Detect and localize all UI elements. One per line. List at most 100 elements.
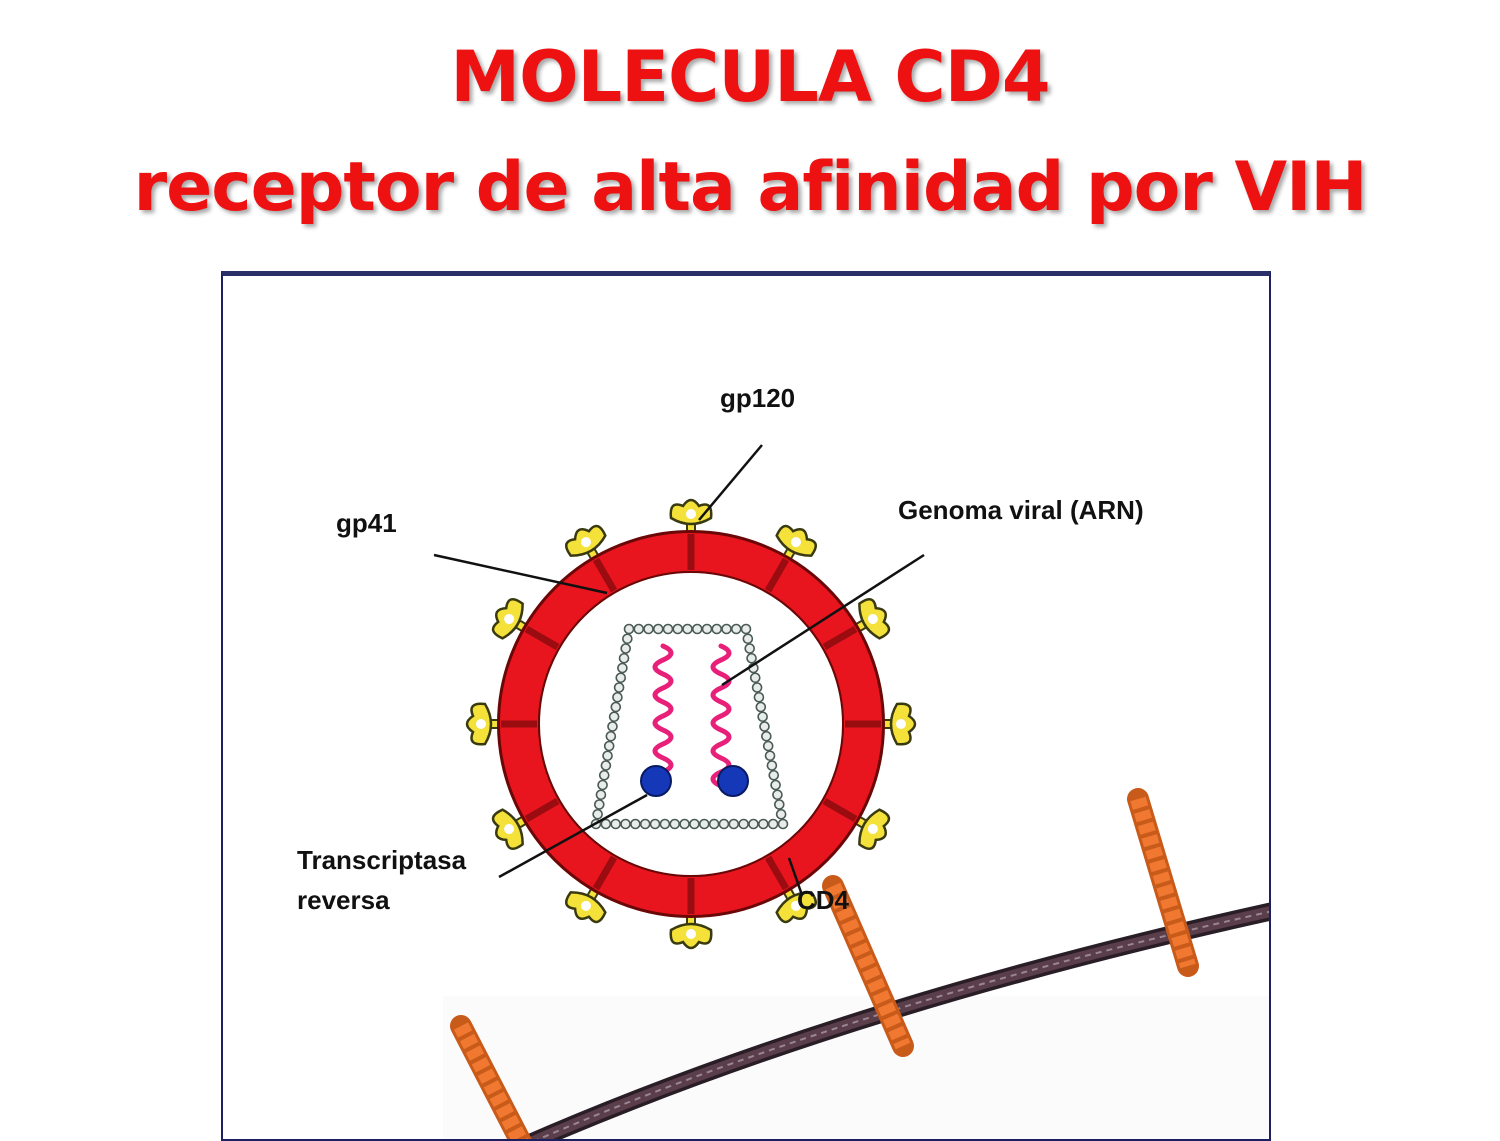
rna-strand: [652, 643, 674, 789]
label-pointers: [433, 444, 925, 896]
capsid: [590, 623, 789, 830]
capsid-bead: [615, 672, 627, 684]
label-genoma-viral: Genoma viral (ARN): [898, 495, 1144, 525]
capsid-bead: [728, 818, 740, 830]
capsid-bead: [730, 623, 742, 635]
label-cd4: CD4: [797, 885, 850, 915]
capsid-bead: [773, 799, 785, 810]
capsid-bead: [600, 760, 612, 771]
capsid-bead: [598, 769, 610, 781]
title-line-1: MOLECULA CD4: [450, 36, 1050, 118]
capsid-bead: [718, 818, 730, 830]
reverse-transcriptase: [640, 765, 672, 797]
capsid-bead: [593, 799, 605, 810]
capsid-bead: [605, 730, 617, 742]
reverse-transcriptase: [717, 765, 749, 797]
label-reversa: reversa: [297, 885, 390, 915]
capsid-bead: [740, 623, 752, 635]
hiv-virion: [465, 498, 917, 950]
capsid-bead: [610, 818, 621, 830]
gp41-anchor: [822, 797, 858, 823]
capsid-bead: [608, 711, 620, 723]
capsid-bead: [775, 808, 787, 820]
rna-strand: [710, 643, 732, 789]
capsid-bead: [612, 691, 623, 703]
capsid-bead: [766, 760, 778, 771]
pointer-transcriptasa: [498, 793, 648, 879]
capsid-bead: [721, 623, 732, 635]
capsid-bead: [689, 818, 700, 830]
label-gp41: gp41: [336, 508, 397, 538]
cd4-receptor-segments: [1130, 796, 1196, 969]
capsid-bead: [620, 643, 632, 654]
label-gp120: gp120: [720, 383, 796, 413]
capsid-bead: [757, 711, 768, 723]
capsid-bead: [639, 818, 651, 830]
gp41-anchor: [764, 855, 790, 891]
capsid-bead: [698, 818, 710, 830]
capsid-bead: [622, 633, 633, 645]
capsid-bead: [708, 818, 720, 830]
pointer-genoma: [721, 553, 925, 687]
capsid-bead: [768, 769, 780, 781]
capsid-bead: [620, 818, 631, 830]
gp41-anchor: [524, 797, 560, 823]
capsid-bead: [682, 623, 693, 635]
capsid-bead: [758, 818, 769, 830]
capsid-bead: [761, 730, 772, 742]
cell-membrane-texture: [536, 910, 1269, 1139]
capsid-bead: [603, 740, 615, 752]
capsid-bead: [772, 789, 783, 801]
capsid-bead: [617, 662, 628, 674]
capsid-bead: [597, 779, 608, 791]
capsid-bead: [749, 672, 761, 684]
capsid-bead: [610, 701, 622, 713]
title-line-2: receptor de alta afinidad por VIH: [133, 148, 1368, 227]
hiv-diagram: [433, 444, 1269, 1139]
capsid-bead: [691, 623, 703, 635]
capsid-bead: [767, 818, 779, 830]
capsid-bead: [744, 643, 756, 654]
capsid-bead: [600, 818, 612, 830]
capsid-bead: [742, 633, 754, 645]
capsid-bead: [659, 818, 671, 830]
gp41-anchor: [822, 625, 858, 651]
gp41-anchor: [764, 557, 790, 593]
capsid-bead: [711, 623, 723, 635]
capsid-bead: [777, 818, 789, 830]
hiv-diagram-frame: [221, 271, 1271, 1141]
capsid-bead: [643, 623, 654, 635]
capsid-bead: [751, 682, 763, 693]
capsid-bead: [630, 818, 641, 830]
capsid-bead: [738, 818, 749, 830]
capsid-bead: [770, 779, 781, 791]
capsid-bead: [623, 623, 635, 635]
pointer-gp41: [433, 553, 608, 595]
cd4-receptor-segments: [825, 882, 911, 1050]
pointer-gp120: [698, 444, 763, 521]
capsid-bead: [669, 818, 681, 830]
capsid-bead: [618, 652, 630, 664]
viral-interior: [538, 571, 844, 877]
capsid-bead: [762, 740, 774, 752]
capsid-bead: [662, 623, 674, 635]
capsid-bead: [759, 721, 770, 732]
capsid-bead: [595, 789, 607, 801]
capsid-bead: [755, 701, 767, 713]
capsid-bead: [679, 818, 690, 830]
capsid-bead: [613, 682, 625, 693]
capsid-bead: [753, 691, 765, 703]
cell-membrane-group: [443, 788, 1269, 1139]
capsid-bead: [672, 623, 684, 635]
capsid-bead: [748, 818, 759, 830]
gp41-anchor: [524, 625, 560, 651]
gp41-anchor: [592, 557, 618, 593]
capsid-bead: [592, 808, 603, 820]
capsid-bead: [633, 623, 645, 635]
capsid-bead: [764, 750, 776, 762]
label-transcriptasa: Transcriptasa: [297, 845, 467, 875]
capsid-bead: [652, 623, 664, 635]
capsid-bead: [701, 623, 713, 635]
gp41-anchor: [592, 855, 618, 891]
capsid-bead: [746, 652, 757, 664]
